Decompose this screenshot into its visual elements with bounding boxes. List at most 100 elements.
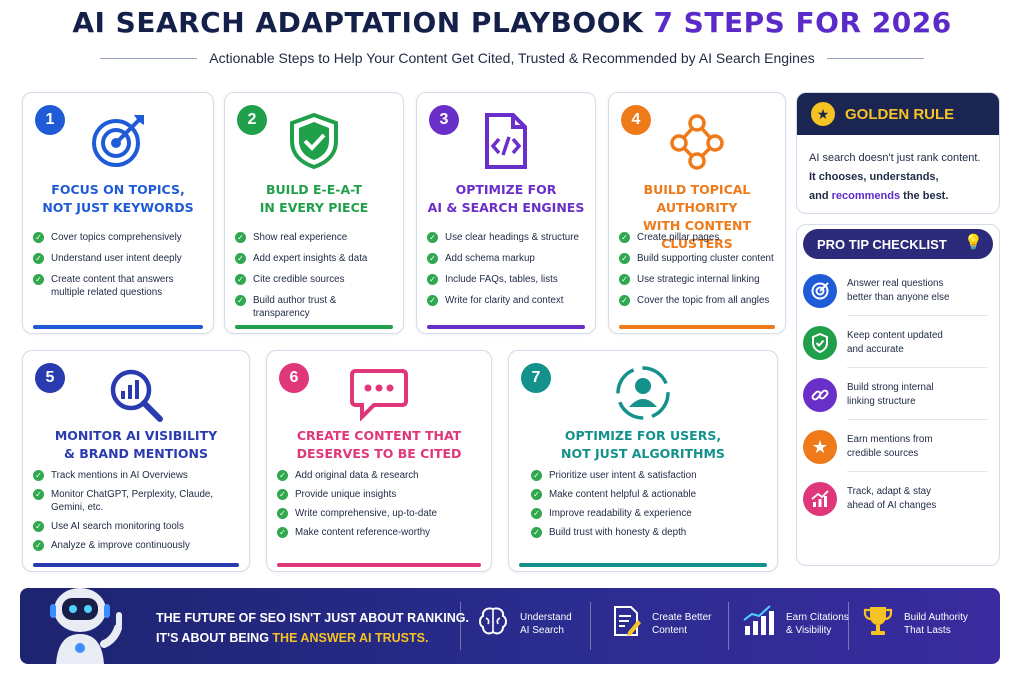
- divider: [590, 602, 591, 650]
- divider: [847, 367, 987, 368]
- divider: [847, 419, 987, 420]
- check-icon: ✓: [427, 295, 438, 306]
- step-card-1: 1 FOCUS ON TOPICS,NOT JUST KEYWORDS ✓Cov…: [22, 92, 214, 334]
- check-icon: ✓: [531, 470, 542, 481]
- list-item: ✓Monitor ChatGPT, Perplexity, Claude, Ge…: [33, 488, 241, 514]
- check-icon: ✓: [33, 540, 44, 551]
- list-item: ✓Understand user intent deeply: [33, 252, 205, 265]
- step-title: MONITOR AI VISIBILITY& BRAND MENTIONS: [54, 428, 218, 461]
- check-icon: ✓: [235, 232, 246, 243]
- target-icon: [803, 274, 837, 308]
- edit-document-icon: [612, 604, 642, 643]
- target-icon: [23, 111, 213, 171]
- list-item: ✓Make content helpful & actionable: [531, 488, 769, 501]
- list-item: ✓Add original data & research: [277, 469, 483, 482]
- divider: [826, 57, 924, 59]
- star-icon: ★: [803, 430, 837, 464]
- step-number-badge: 7: [521, 363, 551, 393]
- trophy-icon: [862, 604, 894, 643]
- brain-icon: [476, 604, 510, 643]
- link-icon: [803, 378, 837, 412]
- title-main: AI SEARCH ADAPTATION PLAYBOOK: [72, 6, 644, 39]
- golden-rule-title: GOLDEN RULE: [845, 105, 955, 123]
- shield-check-icon: [225, 111, 403, 171]
- golden-rule-text: AI search doesn't just rank content. It …: [797, 135, 999, 206]
- step-title: FOCUS ON TOPICS,NOT JUST KEYWORDS: [42, 182, 194, 215]
- check-icon: ✓: [33, 521, 44, 532]
- list-item: ✓Use clear headings & structure: [427, 231, 587, 244]
- check-icon: ✓: [33, 470, 44, 481]
- check-icon: ✓: [277, 508, 288, 519]
- list-item: ✓Improve readability & experience: [531, 507, 769, 520]
- check-icon: ✓: [235, 253, 246, 264]
- robot-icon: [38, 584, 148, 669]
- lightbulb-icon: 💡: [964, 234, 983, 251]
- list-item: ✓Use AI search monitoring tools: [33, 520, 241, 533]
- step-title: OPTIMIZE FOR USERS,NOT JUST ALGORITHMS: [561, 428, 725, 461]
- title-accent: 7 STEPS FOR 2026: [653, 6, 952, 39]
- step-bullets: ✓Track mentions in AI Overviews ✓Monitor…: [33, 469, 241, 558]
- list-item: ✓Add expert insights & data: [235, 252, 395, 265]
- pro-tip-panel: PRO TIP CHECKLIST 💡 Answer real question…: [796, 224, 1000, 566]
- shield-check-icon: [803, 326, 837, 360]
- list-item: ✓Build supporting cluster content: [619, 252, 777, 265]
- star-icon: ★: [811, 102, 835, 126]
- step-bullets: ✓Prioritize user intent & satisfaction ✓…: [531, 469, 769, 545]
- footer-feature: Earn Citations& Visibility: [742, 604, 849, 643]
- accent-bar: [427, 325, 585, 329]
- code-document-icon: [417, 111, 595, 171]
- list-item: ✓Prioritize user intent & satisfaction: [531, 469, 769, 482]
- divider: [847, 471, 987, 472]
- trend-chart-icon: [803, 482, 837, 516]
- accent-bar: [33, 325, 203, 329]
- check-icon: ✓: [277, 527, 288, 538]
- accent-bar: [33, 563, 239, 567]
- page-title: AI SEARCH ADAPTATION PLAYBOOK 7 STEPS FO…: [0, 6, 1024, 39]
- check-icon: ✓: [277, 489, 288, 500]
- list-item: ✓Cover topics comprehensively: [33, 231, 205, 244]
- list-item: ✓Build author trust & transparency: [235, 294, 395, 320]
- list-item: ✓Write for clarity and context: [427, 294, 587, 307]
- check-icon: ✓: [531, 489, 542, 500]
- list-item: ✓Track mentions in AI Overviews: [33, 469, 241, 482]
- list-item: ✓Write comprehensive, up-to-date: [277, 507, 483, 520]
- accent-bar: [235, 325, 393, 329]
- check-icon: ✓: [619, 295, 630, 306]
- step-bullets: ✓Use clear headings & structure ✓Add sch…: [427, 231, 587, 315]
- step-bullets: ✓Add original data & research ✓Provide u…: [277, 469, 483, 545]
- list-item: ✓Include FAQs, tables, lists: [427, 273, 587, 286]
- list-item: ✓Make content reference-worthy: [277, 526, 483, 539]
- step-number-badge: 6: [279, 363, 309, 393]
- golden-rule-line: It chooses, understands,: [809, 171, 939, 183]
- check-icon: ✓: [33, 274, 44, 285]
- pro-tip-header: PRO TIP CHECKLIST 💡: [803, 229, 993, 259]
- chat-bubble-icon: [267, 365, 491, 421]
- step-card-7: 7 OPTIMIZE FOR USERS,NOT JUST ALGORITHMS…: [508, 350, 778, 572]
- golden-rule-line: and recommends the best.: [809, 190, 949, 202]
- divider: [460, 602, 461, 650]
- footer-message: THE FUTURE OF SEO ISN'T JUST ABOUT RANKI…: [156, 608, 469, 648]
- check-icon: ✓: [619, 274, 630, 285]
- check-icon: ✓: [33, 232, 44, 243]
- list-item: ✓Add schema markup: [427, 252, 587, 265]
- accent-bar: [519, 563, 767, 567]
- footer-banner: THE FUTURE OF SEO ISN'T JUST ABOUT RANKI…: [20, 588, 1000, 664]
- accent-bar: [619, 325, 775, 329]
- feature-label: Earn Citations& Visibility: [786, 611, 849, 636]
- divider: [848, 602, 849, 650]
- list-item: ✓Analyze & improve continuously: [33, 539, 241, 552]
